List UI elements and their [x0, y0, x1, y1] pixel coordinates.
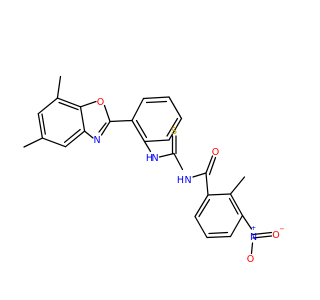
atom-o-nitro-bottom: O: [247, 254, 254, 265]
carbonyl-ring-bond: [205, 172, 209, 196]
atom-s: S: [171, 126, 177, 137]
atom-h-left: H: [146, 153, 153, 164]
atom-n-left: N: [151, 153, 158, 164]
atom-n-oxazole: N: [93, 135, 100, 146]
atom-o-nitro-left: O: [272, 230, 279, 241]
thiocarbonyl-nh-bond: [173, 152, 184, 171]
nh-carbonyl-bond: [192, 172, 207, 178]
nitro-o-left-double-b: [252, 231, 273, 236]
methyl-bond-right: [229, 176, 246, 195]
methyl-bond-left: [23, 137, 44, 148]
charge-plus-nitro: +: [251, 224, 256, 232]
atom-h-right: H: [177, 175, 184, 186]
atom-o-oxazole: O: [97, 97, 104, 108]
atom-o-carbonyl: O: [212, 147, 219, 158]
structure-canvas: O N H N S H N O N + O O −: [23, 75, 285, 265]
phenyl-nh-bond: [143, 140, 152, 153]
atom-n-nitro: N: [250, 232, 257, 243]
methyl-bond-top: [56, 75, 62, 99]
nh-thiocarbonyl-bond: [158, 152, 175, 158]
central-phenyl-ring: [131, 96, 183, 143]
benzoxazole-benzene-ring: [37, 97, 86, 148]
carbonyl-double-a: [205, 155, 214, 174]
charge-minus-nitro: −: [279, 225, 284, 233]
nitrotoluene-ring: [194, 193, 244, 239]
ring-nitro-bond: [241, 214, 253, 230]
nitro-o-left-double-a: [252, 235, 273, 239]
carbonyl-double-b: [208, 156, 217, 176]
nitro-o-bottom-bond: [250, 242, 254, 255]
atom-n-right: N: [184, 175, 191, 186]
oxazole-ring: [79, 100, 111, 139]
molecule-diagram: O N H N S H N O N + O O −: [23, 75, 285, 265]
oxazole-phenyl-bond: [109, 119, 133, 123]
